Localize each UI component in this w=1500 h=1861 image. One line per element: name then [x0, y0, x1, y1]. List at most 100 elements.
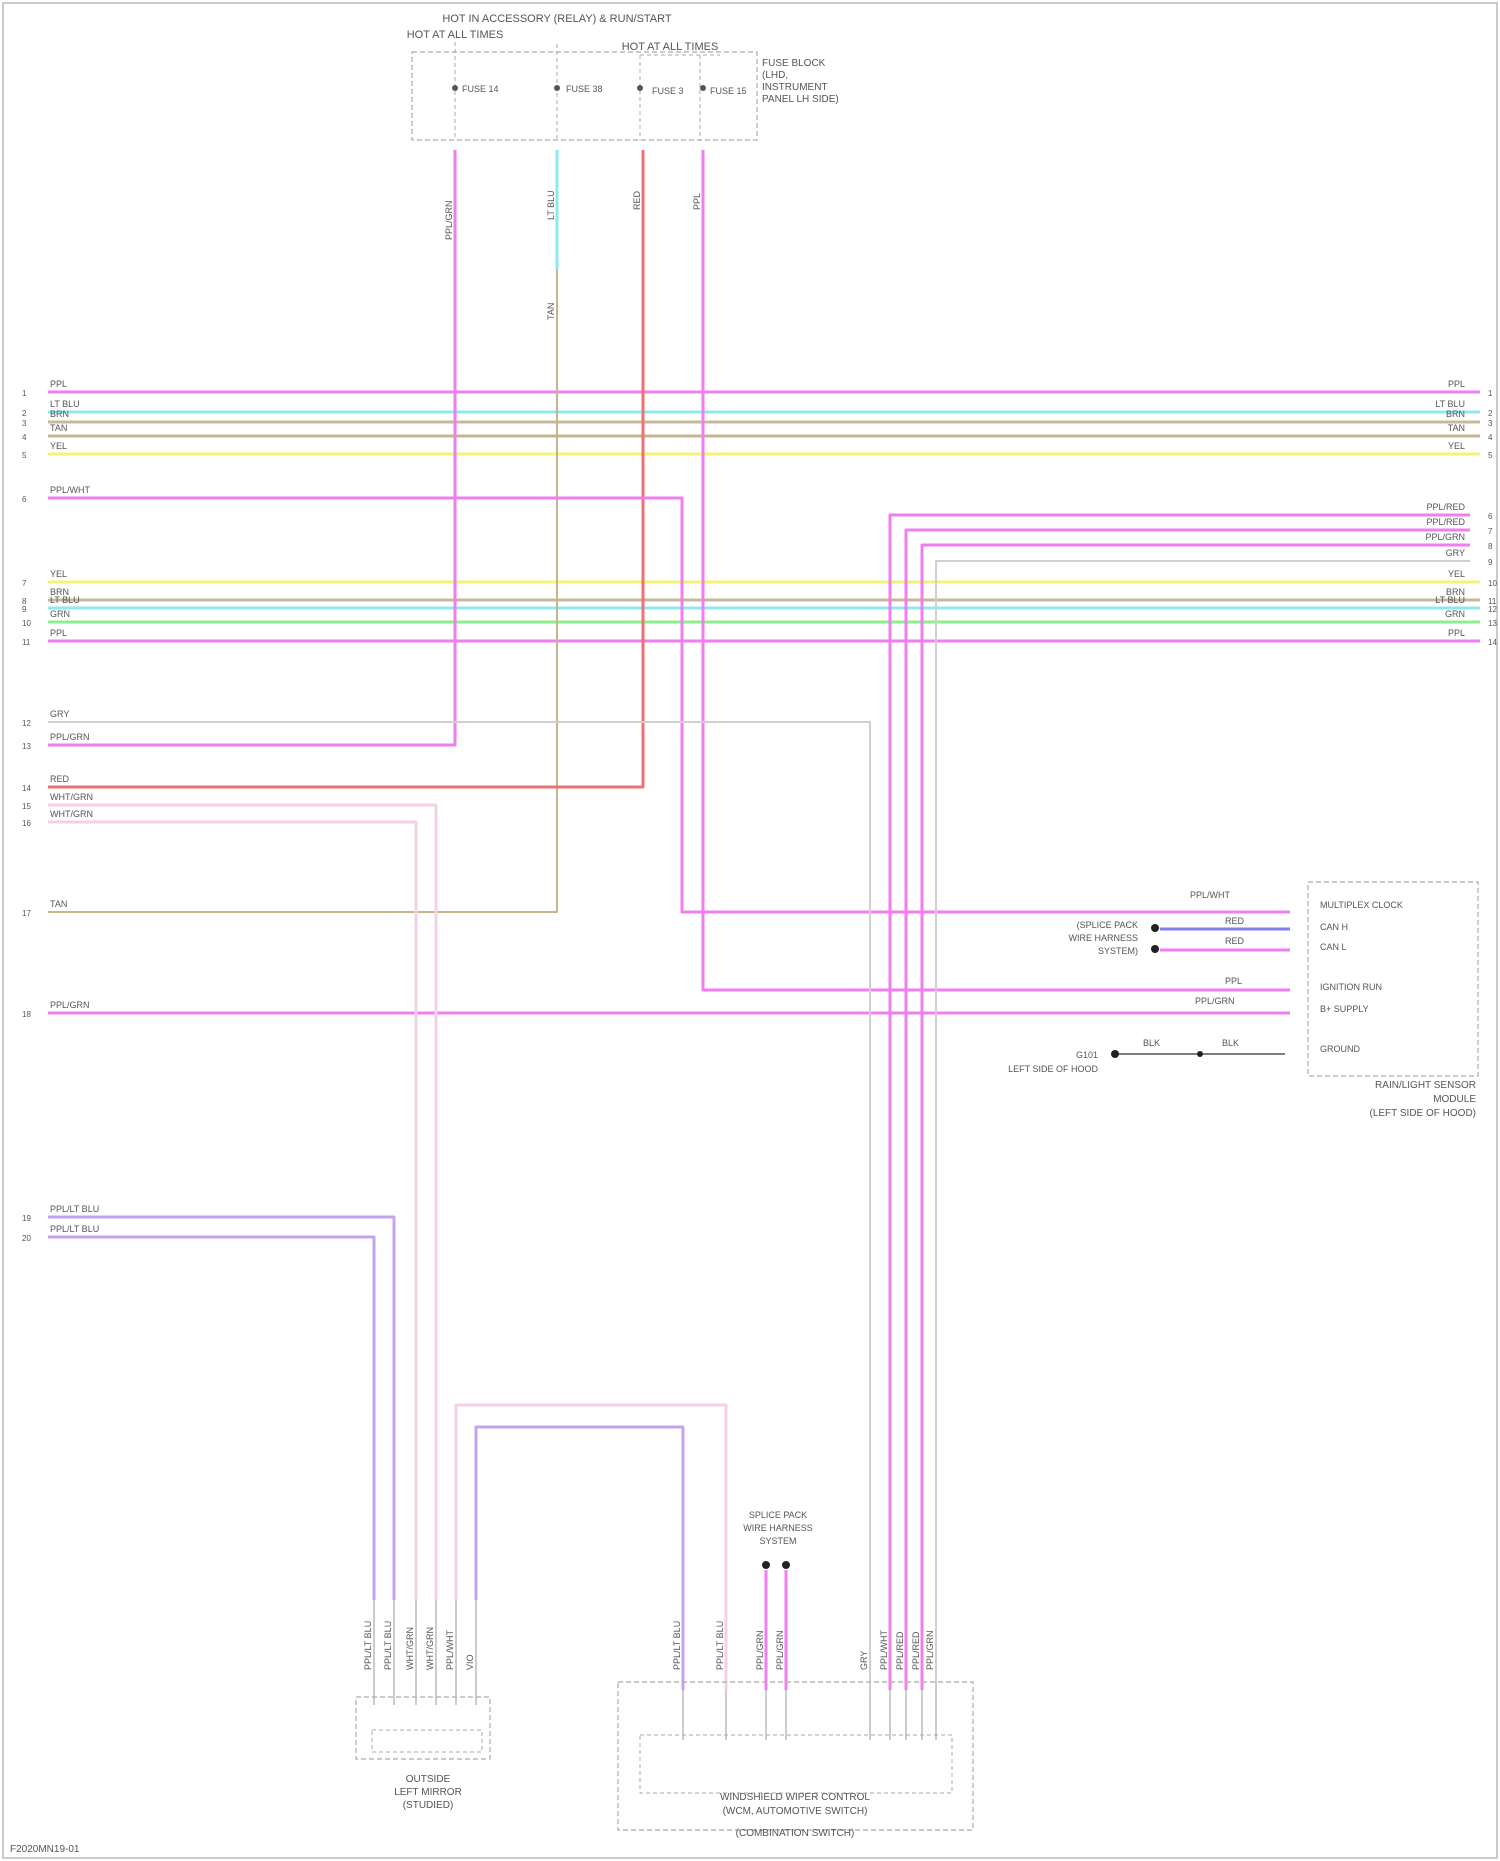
- right-wire-label-3: BRN: [1446, 409, 1465, 419]
- sensor-wire-label-1: PPL/WHT: [1190, 890, 1231, 900]
- left-pin-6: 6: [22, 495, 27, 504]
- left-wire-label-10: GRN: [50, 609, 70, 619]
- sensor-pin-1: MULTIPLEX CLOCK: [1320, 900, 1403, 910]
- sensor-pin-5: B+ SUPPLY: [1320, 1004, 1369, 1014]
- wht-grn-wire-2: [48, 822, 416, 1600]
- fuse-box-outline: [412, 52, 757, 140]
- left-wire-label-14: RED: [50, 774, 70, 784]
- left-pin-9: 9: [22, 605, 27, 614]
- right-wire-label-9: GRY: [1446, 548, 1465, 558]
- right-wire-label-6: PPL/RED: [1426, 502, 1465, 512]
- fuse-box-label-1: FUSE BLOCK: [762, 58, 826, 69]
- left-pin-17: 17: [22, 909, 31, 918]
- wiper-label-1: WINDSHIELD WIPER CONTROL: [720, 1792, 870, 1803]
- top-vlabel-5: PPL: [692, 193, 702, 210]
- mirror-vlabel-6: VIO: [465, 1654, 475, 1670]
- wiper-vlabel-1: PPL/LT BLU: [672, 1621, 682, 1670]
- sensor-label-1: RAIN/LIGHT SENSOR: [1375, 1080, 1476, 1091]
- right-pin-8: 8: [1488, 542, 1493, 551]
- mirror-label-1: OUTSIDE: [406, 1774, 451, 1785]
- wiper-vlabel-7: PPL/RED: [895, 1631, 905, 1670]
- mirror-vlabel-3: WHT/GRN: [405, 1627, 415, 1670]
- right-pin-7: 7: [1488, 527, 1493, 536]
- wiper-vlabel-3: PPL/GRN: [755, 1630, 765, 1670]
- left-pin-1: 1: [22, 389, 27, 398]
- fuse-label-3: FUSE 3: [652, 86, 684, 96]
- left-pin-4: 4: [22, 433, 27, 442]
- fuse-box-label-3: INSTRUMENT: [762, 82, 828, 93]
- rain-light-sensor-module: MULTIPLEX CLOCK CAN H CAN L IGNITION RUN…: [1008, 882, 1478, 1119]
- sensor-wire-label-2: RED: [1225, 916, 1245, 926]
- wiper-vlabel-8: PPL/RED: [911, 1631, 921, 1670]
- wiper-vlabel-5: GRY: [859, 1651, 869, 1670]
- left-pin-16: 16: [22, 819, 31, 828]
- sensor-pin-6: GROUND: [1320, 1044, 1360, 1054]
- mirror-crossover-2: [476, 1427, 683, 1690]
- right-pin-4: 4: [1488, 433, 1493, 442]
- wiper-top-label-1: SPLICE PACK: [749, 1510, 807, 1520]
- fuse-terminal-1: [452, 85, 458, 91]
- gry-right-wire: [936, 561, 1470, 1690]
- left-wire-label-2: LT BLU: [50, 399, 80, 409]
- right-wire-label-14: PPL: [1448, 628, 1465, 638]
- right-pin-1: 1: [1488, 389, 1493, 398]
- wiper-label-3: (COMBINATION SWITCH): [736, 1828, 855, 1839]
- fuse-feed-1: HOT AT ALL TIMES: [407, 29, 504, 41]
- left-pin-11: 11: [22, 638, 31, 647]
- right-pin-12: 12: [1488, 605, 1497, 614]
- splice-label-3: SYSTEM): [1098, 946, 1138, 956]
- right-wire-label-4: TAN: [1448, 423, 1465, 433]
- mirror-outline: [356, 1697, 490, 1759]
- left-pin-14: 14: [22, 784, 31, 793]
- right-pin-6: 6: [1488, 512, 1493, 521]
- right-wire-label-7: PPL/RED: [1426, 517, 1465, 527]
- left-pin-19: 19: [22, 1214, 31, 1223]
- sensor-label-2: MODULE: [1433, 1094, 1476, 1105]
- mirror-label-2: LEFT MIRROR: [394, 1787, 462, 1798]
- left-pin-3: 3: [22, 419, 27, 428]
- ground-dot-2: [1197, 1051, 1203, 1057]
- wiper-splice-dot-2: [782, 1561, 790, 1569]
- gry-wire: [48, 722, 870, 1690]
- top-vlabel-2: LT BLU: [546, 190, 556, 220]
- left-wire-label-17: TAN: [50, 899, 67, 909]
- right-wire-label-10: YEL: [1448, 569, 1465, 579]
- sensor-pin-4: IGNITION RUN: [1320, 982, 1382, 992]
- right-pin-13: 13: [1488, 619, 1497, 628]
- left-pin-10: 10: [22, 619, 31, 628]
- left-wire-label-7: YEL: [50, 569, 67, 579]
- right-wire-label-12: LT BLU: [1435, 595, 1465, 605]
- splice-dot-1: [1151, 924, 1159, 932]
- wiper-vlabel-4: PPL/GRN: [775, 1630, 785, 1670]
- left-wire-label-6: PPL/WHT: [50, 485, 91, 495]
- wiper-vlabel-9: PPL/GRN: [925, 1630, 935, 1670]
- sensor-label-3: (LEFT SIDE OF HOOD): [1370, 1108, 1477, 1119]
- right-pin-14: 14: [1488, 638, 1497, 647]
- fuse14-wire: [48, 150, 455, 745]
- sensor-wire-label-5: PPL/GRN: [1195, 996, 1235, 1006]
- left-pin-20: 20: [22, 1234, 31, 1243]
- left-pin-15: 15: [22, 802, 31, 811]
- sensor-wire-label-3: RED: [1225, 936, 1245, 946]
- right-pin-3: 3: [1488, 419, 1493, 428]
- right-pin-5: 5: [1488, 451, 1493, 460]
- wiper-top-label-3: SYSTEM: [759, 1536, 796, 1546]
- fuse-feed-2: HOT IN ACCESSORY (RELAY) & RUN/START: [442, 13, 671, 25]
- wiper-vlabel-2: PPL/LT BLU: [715, 1621, 725, 1670]
- right-wire-label-2: LT BLU: [1435, 399, 1465, 409]
- ground-dot-1: [1111, 1050, 1119, 1058]
- left-wire-label-3: BRN: [50, 409, 69, 419]
- wiper-label-2: (WCM, AUTOMOTIVE SWITCH): [723, 1806, 868, 1817]
- wire-layer: PPL/GRN LT BLU TAN RED PPL PPL/LT BLU PPL/LT B…: [48, 150, 1480, 1740]
- fuse-terminal-4: [700, 85, 706, 91]
- ppl-ltblu-wire-2: [48, 1237, 374, 1600]
- left-wire-label-1: PPL: [50, 379, 67, 389]
- left-wire-label-16: WHT/GRN: [50, 809, 93, 819]
- wht-grn-wire-1: [48, 805, 436, 1600]
- sensor-wire-label-4: PPL: [1225, 976, 1242, 986]
- fuse-terminal-3: [637, 85, 643, 91]
- fuse-box-label-4: PANEL LH SIDE): [762, 94, 839, 105]
- left-wire-label-15: WHT/GRN: [50, 792, 93, 802]
- right-wire-label-13: GRN: [1445, 609, 1465, 619]
